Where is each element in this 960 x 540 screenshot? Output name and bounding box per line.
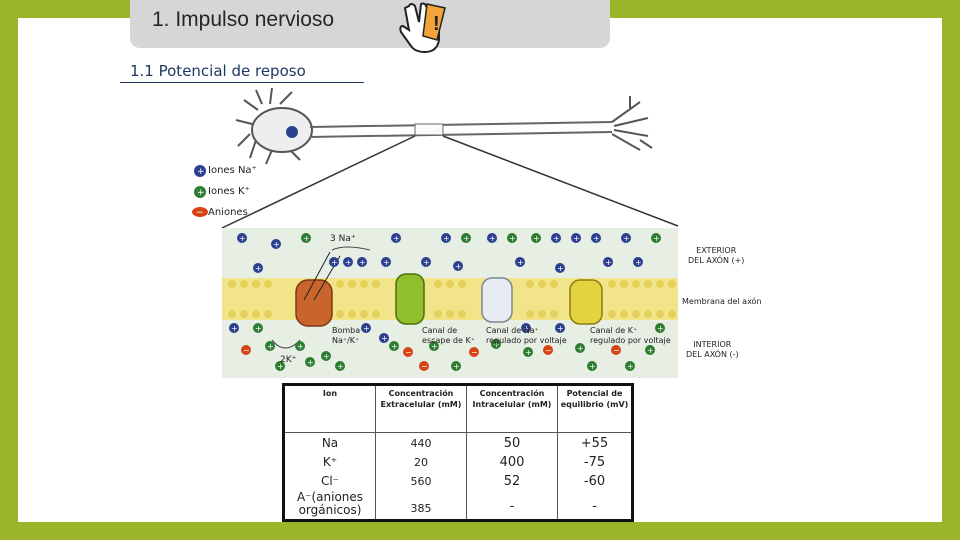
extracellular-column: 440 20 560 385 bbox=[375, 432, 467, 521]
pot-k: -75 bbox=[583, 455, 606, 470]
intra-k: 400 bbox=[499, 455, 525, 470]
label-canal-na: Canal de Na⁺ regulado por voltaje bbox=[486, 326, 567, 345]
label-bomba: Bomba Na⁺/K⁺ bbox=[332, 326, 361, 345]
label-canal-escape: Canal de escape de K⁺ bbox=[422, 326, 475, 345]
anion-icon bbox=[192, 207, 208, 217]
title-box: 1. Impulso nervioso bbox=[130, 0, 610, 48]
ion-na: Na bbox=[321, 436, 339, 450]
label-exterior: EXTERIOR DEL AXÓN (+) bbox=[688, 246, 745, 265]
extra-k: 20 bbox=[414, 456, 428, 469]
k-leak-channel bbox=[395, 273, 425, 325]
svg-text:−: − bbox=[196, 208, 204, 218]
label-membrana: Membrana del axón bbox=[682, 297, 762, 306]
na-ion-icon bbox=[194, 165, 206, 177]
legend-na: Iones Na⁺ bbox=[208, 165, 257, 176]
legend-anion: Aniones bbox=[208, 207, 248, 218]
pointing-hand-icon: ! bbox=[399, 2, 446, 54]
page-title: 1. Impulso nervioso bbox=[152, 8, 335, 31]
pot-anions: - bbox=[592, 499, 597, 514]
intracellular-column: 50 400 52 - bbox=[466, 432, 558, 521]
label-interior: INTERIOR DEL AXÓN (-) bbox=[686, 340, 739, 359]
ion-column: Na K⁺ Cl⁻ A⁻(aniones orgánicos) bbox=[283, 432, 376, 521]
svg-text:+: + bbox=[197, 167, 205, 177]
label-canal-k: Canal de K⁺ regulado por voltaje bbox=[590, 326, 671, 345]
ion-concentration-table: Ion Concentración Extracelular (mM) Conc… bbox=[282, 383, 634, 522]
extra-anions: 385 bbox=[410, 502, 432, 515]
pump-protein bbox=[295, 279, 333, 327]
table-row: Na K⁺ Cl⁻ A⁻(aniones orgánicos) 440 20 5… bbox=[283, 432, 633, 521]
pot-na: +55 bbox=[580, 436, 609, 451]
svg-text:+: + bbox=[197, 188, 205, 198]
na-channel bbox=[481, 277, 513, 323]
label-2k: 2K⁺ bbox=[280, 355, 297, 365]
extra-na: 440 bbox=[410, 437, 432, 450]
pot-cl: -60 bbox=[583, 474, 606, 489]
table-header-row: Ion Concentración Extracelular (mM) Conc… bbox=[283, 384, 633, 433]
neuron-illustration bbox=[235, 87, 653, 165]
legend-k: Iones K⁺ bbox=[208, 186, 250, 197]
header-potencial: Potencial de equilibrio (mV) bbox=[557, 384, 633, 433]
label-3na: 3 Na⁺ bbox=[330, 234, 356, 244]
intra-na: 50 bbox=[503, 436, 521, 451]
ion-cl: Cl⁻ bbox=[320, 474, 340, 488]
k-ion-icon bbox=[194, 186, 206, 198]
extra-cl: 560 bbox=[410, 475, 432, 488]
header-extracelular: Concentración Extracelular (mM) bbox=[375, 384, 467, 433]
subtitle: 1.1 Potencial de reposo bbox=[130, 62, 306, 80]
potential-column: +55 -75 -60 - bbox=[558, 433, 633, 521]
header-ion: Ion bbox=[283, 384, 376, 433]
svg-text:!: ! bbox=[433, 13, 440, 35]
intra-cl: 52 bbox=[503, 474, 521, 489]
header-intracelular: Concentración Intracelular (mM) bbox=[466, 384, 558, 433]
ion-k: K⁺ bbox=[322, 455, 338, 469]
intra-anions: - bbox=[509, 499, 515, 514]
ion-anions: A⁻(aniones orgánicos) bbox=[296, 490, 364, 517]
k-channel bbox=[569, 279, 603, 325]
subtitle-underline bbox=[120, 82, 364, 83]
